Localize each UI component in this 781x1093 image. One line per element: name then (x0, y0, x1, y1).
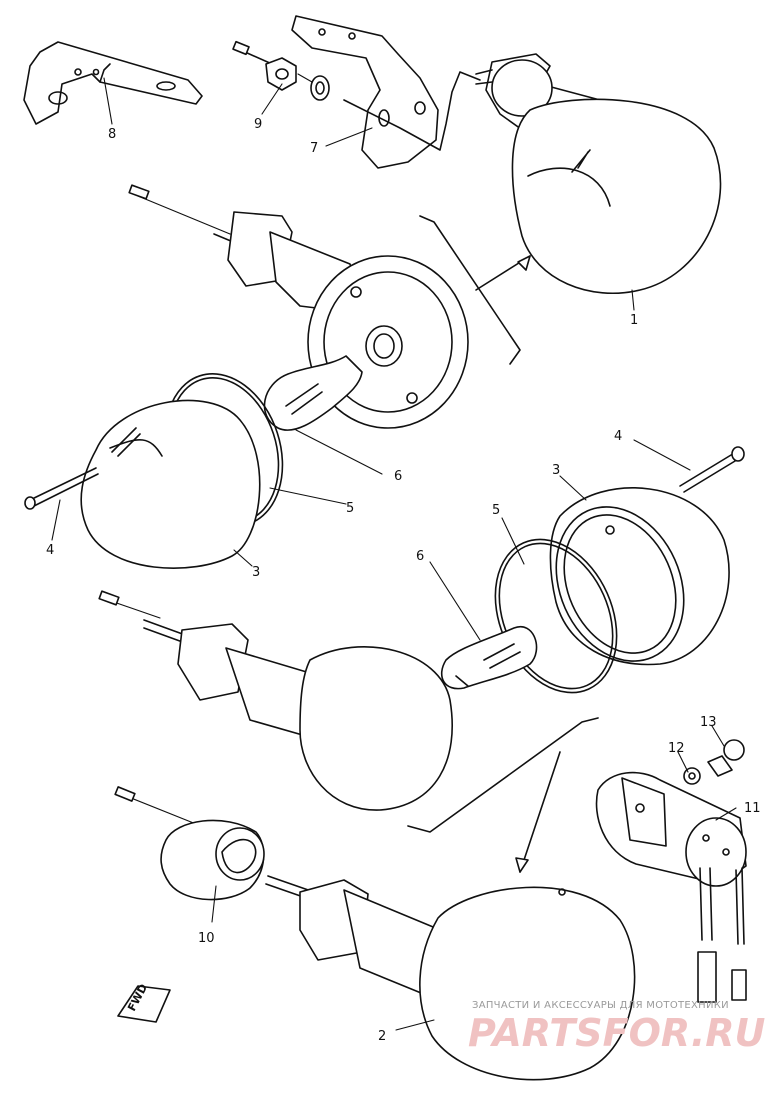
watermark: ЗАПЧАСТИ И АКСЕССУАРЫ ДЛЯ МОТОТЕХНИКИ PA… (468, 1000, 766, 1055)
arrow-head-lower (515, 857, 529, 873)
screw-part-13 (707, 739, 745, 777)
arrow-bracket-lower (407, 717, 599, 833)
arrow-lower (519, 751, 561, 873)
callout-9: 9 (254, 117, 262, 132)
screw-part-4-right (679, 446, 745, 493)
flasher-assembly-part-1 (475, 53, 722, 294)
washer-part-12 (683, 767, 701, 785)
callout-4-upper: 4 (46, 543, 54, 558)
callout-2: 2 (378, 1029, 386, 1044)
fwd-direction-marker: FWD (117, 982, 171, 1023)
nut-part-9 (232, 40, 330, 101)
arrow-bracket-upper (419, 215, 521, 365)
bulb-part-6-right (440, 625, 538, 690)
relay-part-11 (595, 771, 747, 1003)
callout-4-right: 4 (614, 429, 622, 444)
callout-6-upper: 6 (394, 469, 402, 484)
bracket-part-7 (291, 15, 439, 169)
watermark-brand: PARTSFOR.RU (468, 1011, 766, 1055)
callout-1: 1 (630, 313, 638, 328)
middle-flasher-body (98, 590, 454, 811)
flasher-part-2 (265, 875, 636, 1081)
spacer-part-10 (114, 786, 265, 901)
callout-12: 12 (668, 741, 685, 756)
callout-13: 13 (700, 715, 717, 730)
bracket-part-8 (23, 41, 203, 125)
callout-10: 10 (198, 931, 215, 946)
callout-6-right: 6 (416, 549, 424, 564)
callout-3-right: 3 (552, 463, 560, 478)
arrow-head-upper (517, 255, 531, 271)
callout-numbers: 1 2 3 3 4 4 5 5 6 6 7 8 9 10 11 12 13 (46, 117, 761, 1044)
callout-7: 7 (310, 141, 318, 156)
callout-11: 11 (744, 801, 761, 816)
lens-part-3-right (549, 487, 730, 666)
lens-part-3-upper (80, 399, 261, 569)
callout-5-right: 5 (492, 503, 500, 518)
screw-part-4-upper (24, 467, 99, 510)
bulb-part-6-upper (263, 355, 363, 431)
wire-top (343, 71, 481, 151)
callout-3-upper: 3 (252, 565, 260, 580)
callout-leaders (51, 77, 737, 1031)
callout-8: 8 (108, 127, 116, 142)
watermark-tagline: ЗАПЧАСТИ И АКСЕССУАРЫ ДЛЯ МОТОТЕХНИКИ (472, 1000, 729, 1011)
callout-5-upper: 5 (346, 501, 354, 516)
